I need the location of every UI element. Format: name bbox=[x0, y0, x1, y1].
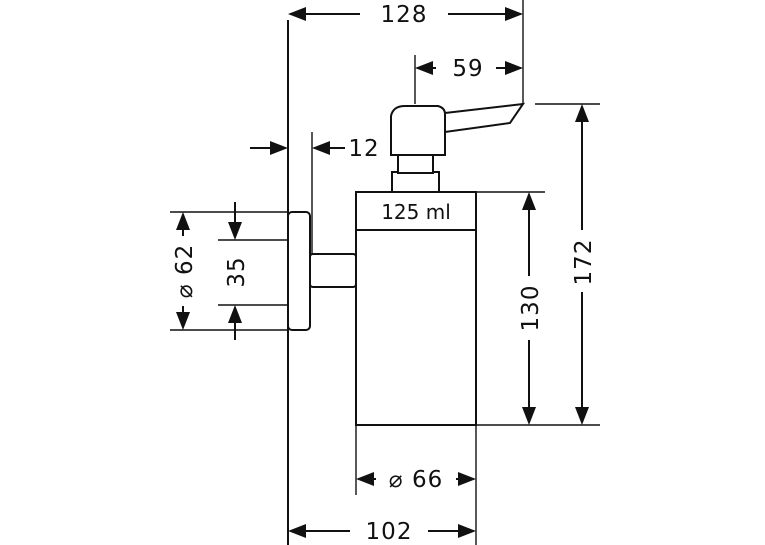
dim-wall-offset-label: 12 bbox=[348, 136, 379, 162]
arrow-right bbox=[458, 472, 476, 486]
dim-overall-height: 172 bbox=[571, 104, 597, 425]
capacity-label: 125 ml bbox=[381, 200, 451, 224]
arrow-right bbox=[505, 61, 523, 75]
arrow-down bbox=[228, 222, 242, 240]
dim-container-diameter: ⌀ 66 bbox=[356, 467, 476, 493]
dim-overall-width: 128 bbox=[288, 2, 523, 28]
wall-rosette bbox=[287, 211, 311, 331]
arrow-right bbox=[505, 7, 523, 21]
arrow-down bbox=[176, 312, 190, 330]
dim-depth-label: 102 bbox=[366, 519, 413, 545]
dim-container-height-label: 130 bbox=[518, 285, 544, 332]
arrow-down bbox=[522, 407, 536, 425]
arrow-up bbox=[176, 212, 190, 230]
pump-head bbox=[390, 105, 446, 156]
dim-overall-width-label: 128 bbox=[381, 2, 428, 28]
dim-rosette-diameter-label: ⌀ 62 bbox=[172, 244, 198, 298]
pump-neck bbox=[391, 171, 440, 193]
dim-overall-height-label: 172 bbox=[571, 239, 597, 286]
arrow-right bbox=[458, 524, 476, 538]
pump-collar bbox=[397, 154, 434, 174]
soap-dispenser bbox=[287, 20, 526, 545]
dim-spout-reach-label: 59 bbox=[452, 56, 483, 82]
arrow-left bbox=[288, 7, 306, 21]
arrow-down bbox=[575, 407, 589, 425]
arrow-left bbox=[415, 61, 433, 75]
arrow-left bbox=[356, 472, 374, 486]
arrow-up bbox=[575, 104, 589, 122]
dim-spout-reach: 59 bbox=[415, 56, 523, 82]
dim-rosette-inner: 35 bbox=[224, 202, 250, 340]
arrow-right bbox=[270, 141, 288, 155]
arrow-left bbox=[312, 141, 330, 155]
container-body bbox=[355, 191, 477, 426]
extension-lines bbox=[170, 0, 600, 545]
dim-container-diameter-label: ⌀ 66 bbox=[389, 467, 443, 493]
mounting-arm bbox=[309, 253, 357, 288]
arrow-up bbox=[228, 305, 242, 323]
arrow-up bbox=[522, 192, 536, 210]
arrow-left bbox=[288, 524, 306, 538]
pump-spout bbox=[444, 102, 526, 134]
dim-rosette-diameter: ⌀ 62 bbox=[172, 212, 198, 330]
dim-depth: 102 bbox=[288, 519, 476, 545]
dim-rosette-inner-label: 35 bbox=[224, 256, 250, 287]
dim-wall-offset: 12 bbox=[250, 136, 379, 162]
dim-container-height: 130 bbox=[518, 192, 544, 425]
